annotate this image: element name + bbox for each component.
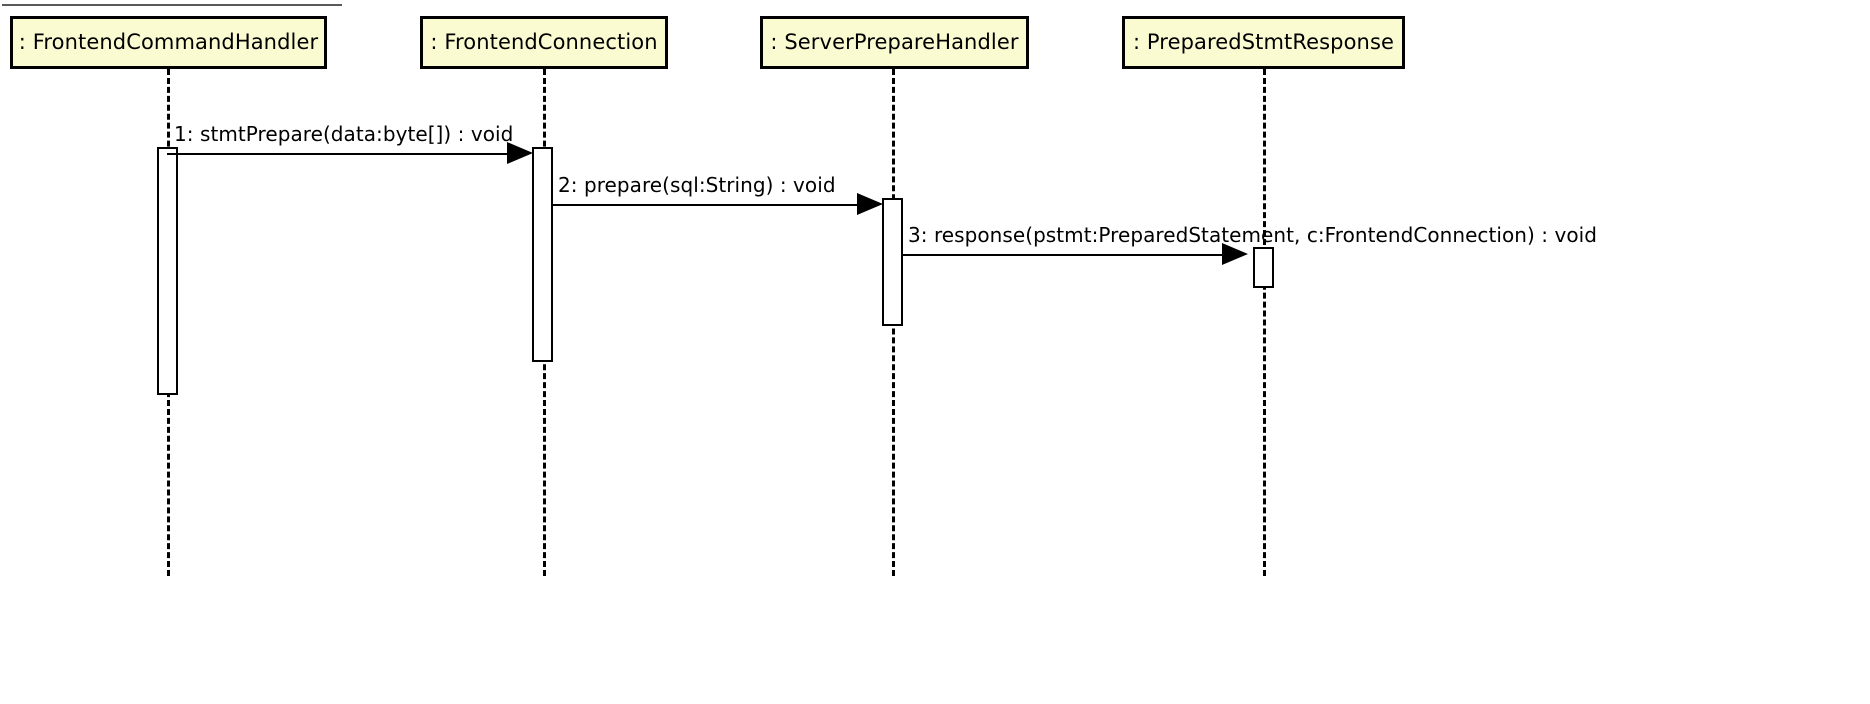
lifeline-label: : FrontendConnection bbox=[430, 29, 658, 54]
message-arrowhead-msg-3 bbox=[1222, 243, 1248, 265]
activation-bar-server-prepare-handler[interactable] bbox=[882, 198, 903, 326]
message-arrowhead-msg-2 bbox=[857, 193, 883, 215]
message-label-msg-2: 2: prepare(sql:String) : void bbox=[558, 173, 836, 197]
lifeline-head-frontend-command-handler[interactable]: : FrontendCommandHandler bbox=[10, 16, 327, 69]
lifeline-head-frontend-connection[interactable]: : FrontendConnection bbox=[420, 16, 668, 69]
top-divider-rule bbox=[2, 4, 342, 6]
message-line-msg-2[interactable] bbox=[553, 204, 863, 206]
lifeline-head-server-prepare-handler[interactable]: : ServerPrepareHandler bbox=[760, 16, 1029, 69]
activation-bar-prepared-stmt-response[interactable] bbox=[1253, 247, 1274, 288]
lifeline-label: : PreparedStmtResponse bbox=[1132, 29, 1395, 54]
lifeline-head-prepared-stmt-response[interactable]: : PreparedStmtResponse bbox=[1122, 16, 1405, 69]
message-line-msg-3[interactable] bbox=[903, 254, 1228, 256]
lifeline-stem-prepared-stmt-response bbox=[1263, 69, 1266, 576]
message-label-msg-1: 1: stmtPrepare(data:byte[]) : void bbox=[174, 122, 514, 146]
message-label-msg-3: 3: response(pstmt:PreparedStatement, c:F… bbox=[908, 223, 1597, 247]
lifeline-label: : FrontendCommandHandler bbox=[18, 29, 319, 54]
activation-bar-frontend-command-handler[interactable] bbox=[157, 147, 178, 395]
activation-bar-frontend-connection[interactable] bbox=[532, 147, 553, 362]
message-line-msg-1[interactable] bbox=[167, 153, 527, 155]
message-arrowhead-msg-1 bbox=[507, 142, 533, 164]
lifeline-label: : ServerPrepareHandler bbox=[770, 29, 1019, 54]
